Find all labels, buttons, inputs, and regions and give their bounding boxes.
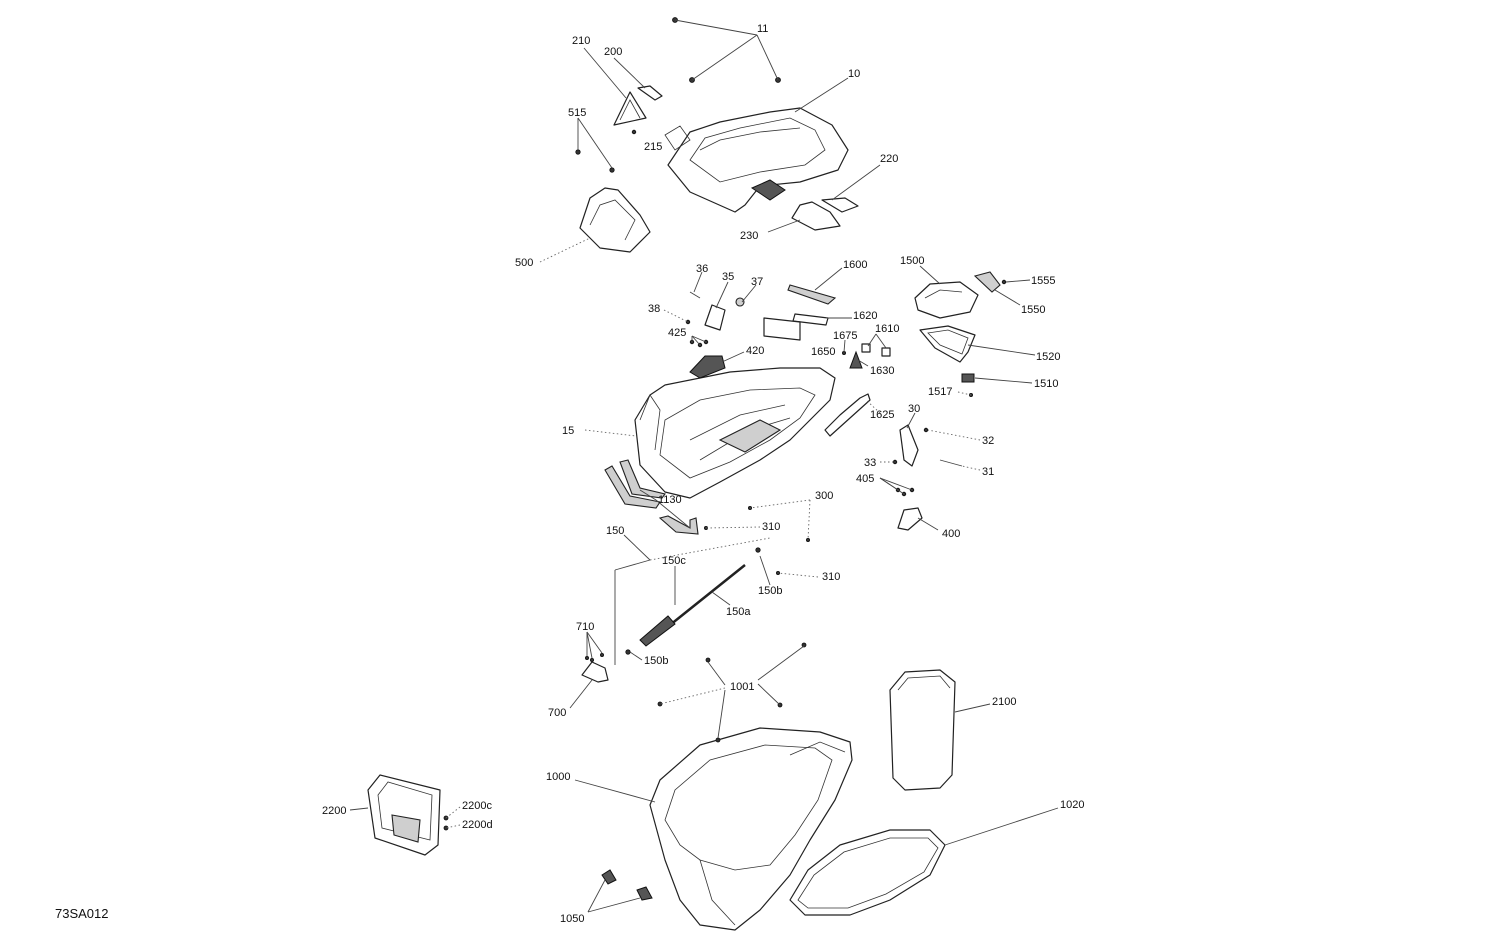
callout-1555: 1555 (1031, 275, 1055, 287)
callout-300: 300 (815, 490, 833, 502)
cover-500 (579, 187, 651, 253)
part-2200 (367, 774, 441, 856)
callout-1620: 1620 (853, 310, 877, 322)
cover-230 (791, 201, 841, 231)
callout-1000: 1000 (546, 771, 570, 783)
cover-220 (821, 197, 859, 213)
callout-400: 400 (942, 528, 960, 540)
pin-36 (689, 291, 701, 299)
cover-1500 (914, 281, 979, 319)
callout-2100: 2100 (992, 696, 1016, 708)
part-1510 (961, 373, 975, 383)
clips-1050 (601, 869, 653, 901)
spring-37 (735, 297, 745, 307)
callout-150b-top: 150b (758, 585, 782, 597)
bracket-35 (704, 304, 726, 331)
cable-150a (639, 564, 746, 647)
callout-31: 31 (982, 466, 994, 478)
lid-1600 (787, 284, 837, 305)
callout-150c: 150c (662, 555, 686, 567)
callout-2200d: 2200d (462, 819, 493, 831)
gasket-1520 (919, 325, 976, 363)
callout-1130: 1130 (658, 494, 682, 506)
box-1650 (763, 317, 801, 341)
bracket-30 (899, 424, 919, 467)
callout-1650: 1650 (811, 346, 835, 358)
callout-1001: 1001 (730, 681, 754, 693)
callout-1510: 1510 (1034, 378, 1058, 390)
callout-1675: 1675 (833, 330, 857, 342)
part-700 (581, 661, 609, 683)
part-1550 (973, 271, 1001, 293)
callout-1050: 1050 (560, 913, 584, 925)
callout-2200: 2200 (322, 805, 346, 817)
callout-1020: 1020 (1060, 799, 1084, 811)
callout-1600: 1600 (843, 259, 867, 271)
callout-150: 150 (606, 525, 624, 537)
callout-710: 710 (576, 621, 594, 633)
storage-bin-1000 (649, 727, 853, 931)
callout-500: 500 (515, 257, 533, 269)
callout-33: 33 (864, 457, 876, 469)
callout-2200c: 2200c (462, 800, 492, 812)
callout-1520: 1520 (1036, 351, 1060, 363)
callout-11: 11 (757, 23, 768, 35)
callout-200: 200 (604, 46, 622, 58)
callout-1625: 1625 (870, 409, 894, 421)
callout-310-a: 310 (762, 521, 780, 533)
callout-150b-bottom: 150b (644, 655, 668, 667)
callout-1500: 1500 (900, 255, 924, 267)
callout-35: 35 (722, 271, 734, 283)
screws-bottom (443, 642, 807, 831)
cover-210 (613, 91, 647, 126)
callout-38: 38 (648, 303, 660, 315)
leader-lines (349, 19, 1059, 913)
part-1630 (849, 350, 863, 369)
drawing-reference-code: 73SA012 (55, 906, 109, 921)
callout-1517: 1517 (928, 386, 952, 398)
screws-top (575, 17, 781, 173)
callout-230: 230 (740, 230, 758, 242)
callout-36: 36 (696, 263, 708, 275)
bolt-31 (939, 459, 963, 467)
seat-base-15 (634, 367, 836, 499)
callout-215: 215 (644, 141, 662, 153)
callout-420: 420 (746, 345, 764, 357)
callout-15: 15 (562, 425, 574, 437)
callout-405: 405 (856, 473, 874, 485)
handles-1130 (604, 459, 699, 535)
callout-515: 515 (568, 107, 586, 119)
pad-2100 (889, 669, 956, 791)
callout-310-b: 310 (822, 571, 840, 583)
latch-1610 (861, 343, 891, 357)
callout-37: 37 (751, 276, 763, 288)
latch-400 (897, 507, 923, 531)
callout-labels: 11 10 210 200 515 215 220 230 500 36 35 … (55, 23, 1084, 925)
part-420 (689, 355, 726, 379)
callout-1550: 1550 (1021, 304, 1045, 316)
callout-32: 32 (982, 435, 994, 447)
callout-10: 10 (848, 68, 860, 80)
callout-1630: 1630 (870, 365, 894, 377)
gasket-1620 (792, 313, 829, 326)
hose-1625 (824, 393, 871, 437)
callout-30: 30 (908, 403, 920, 415)
cover-200 (637, 85, 663, 101)
callout-150a: 150a (726, 606, 751, 618)
seat-frame-10 (664, 107, 849, 213)
callout-210: 210 (572, 35, 590, 47)
gasket-1020 (789, 829, 946, 916)
callout-425: 425 (668, 327, 686, 339)
screws-mid (585, 279, 1007, 663)
callout-1610: 1610 (875, 323, 899, 335)
callout-700: 700 (548, 707, 566, 719)
callout-220: 220 (880, 153, 898, 165)
